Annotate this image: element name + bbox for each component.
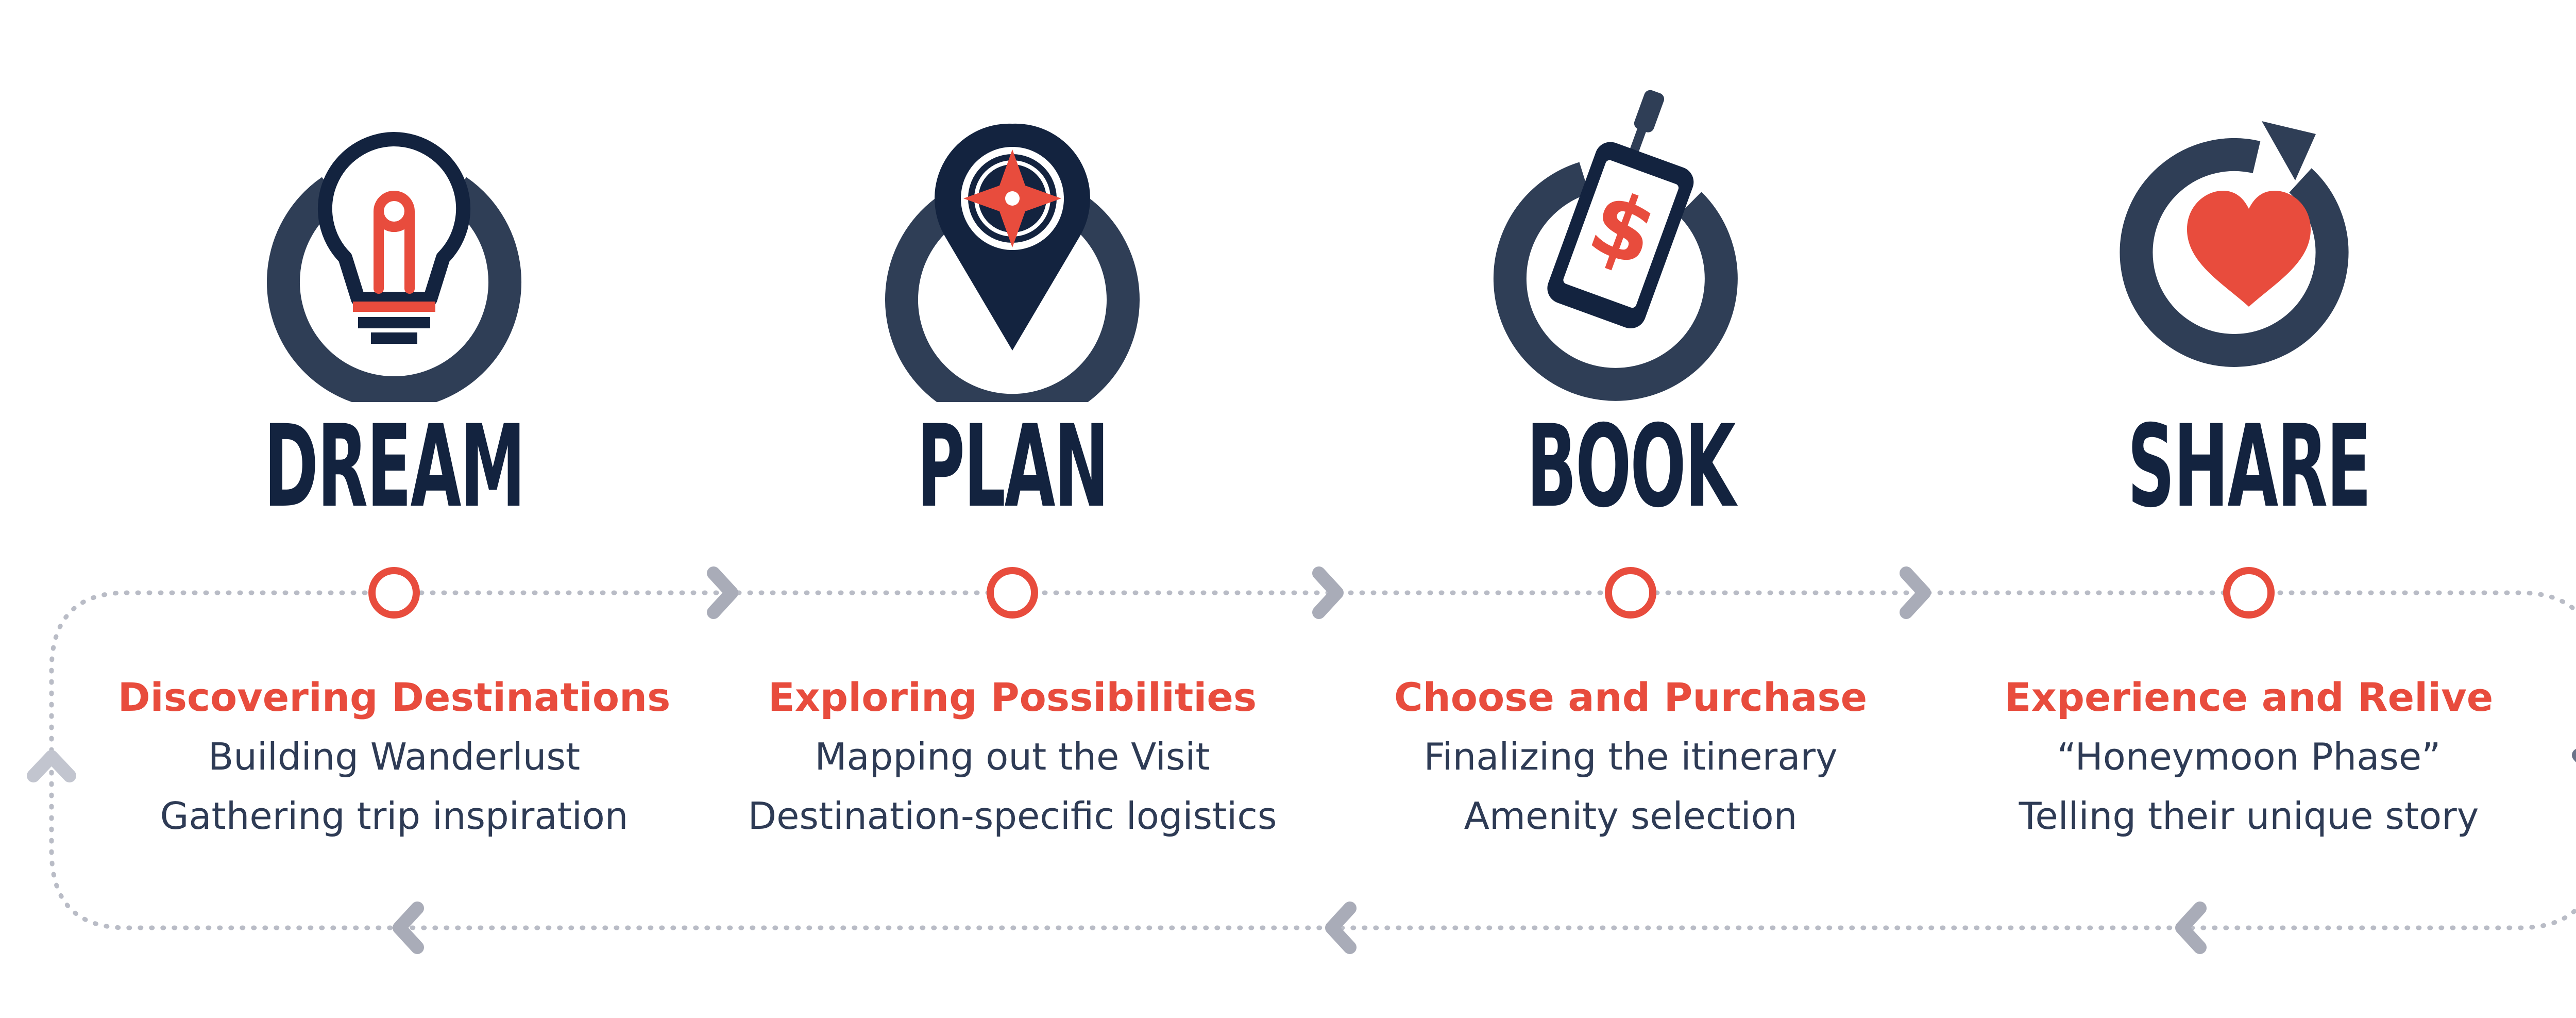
stage-detail: Building Wanderlust	[208, 735, 581, 778]
chevron-left-icon	[393, 902, 424, 954]
timeline-node	[1605, 567, 1656, 619]
stage-heading: Choose and Purchase	[1394, 674, 1868, 720]
map-pin-compass-icon	[885, 123, 1140, 427]
chevron-right-icon	[707, 566, 738, 619]
stage-detail: “Honeymoon Phase”	[2057, 735, 2441, 778]
stage-heading: Discovering Destinations	[117, 674, 671, 720]
chevron-right-icon	[1900, 566, 1931, 619]
phone-dollar-icon: $	[1493, 90, 1738, 401]
stage-detail: Mapping out the Visit	[815, 735, 1210, 778]
stage-detail: Gathering trip inspiration	[160, 794, 629, 838]
timeline-node	[2223, 567, 2275, 619]
stage-detail: Finalizing the itinerary	[1423, 735, 1838, 778]
chevron-right-icon	[1312, 566, 1344, 619]
heart-refresh-icon	[2120, 121, 2349, 367]
chevron-left-icon	[1325, 902, 1357, 954]
cycle-loop-path	[49, 590, 2576, 930]
stage-detail: Amenity selection	[1464, 794, 1798, 838]
stage-title: PLAN	[917, 400, 1109, 532]
chevron-left-icon	[2175, 902, 2207, 954]
stage-title: BOOK	[1527, 400, 1736, 532]
stage-detail: Destination-specific logistics	[748, 794, 1277, 838]
timeline-node	[987, 567, 1038, 619]
stage-share: SHARE Experience and Relive “Honeymoon P…	[1965, 0, 2532, 1018]
stage-title: SHARE	[2127, 400, 2371, 532]
stage-plan: PLAN Exploring Possibilities Mapping out…	[729, 0, 1296, 1018]
stage-detail: Telling their unique story	[2019, 794, 2479, 838]
lightbulb-icon	[267, 132, 521, 410]
chevron-up-icon	[27, 750, 76, 782]
stage-dream: DREAM Discovering Destinations Building …	[111, 0, 677, 1018]
stage-heading: Exploring Possibilities	[768, 674, 1257, 720]
stage-heading: Experience and Relive	[2004, 674, 2494, 720]
timeline-node	[368, 567, 420, 619]
stage-title: DREAM	[264, 400, 526, 532]
stage-book: $ BOOK Choose and Purchase Finalizing th…	[1347, 0, 1914, 1018]
